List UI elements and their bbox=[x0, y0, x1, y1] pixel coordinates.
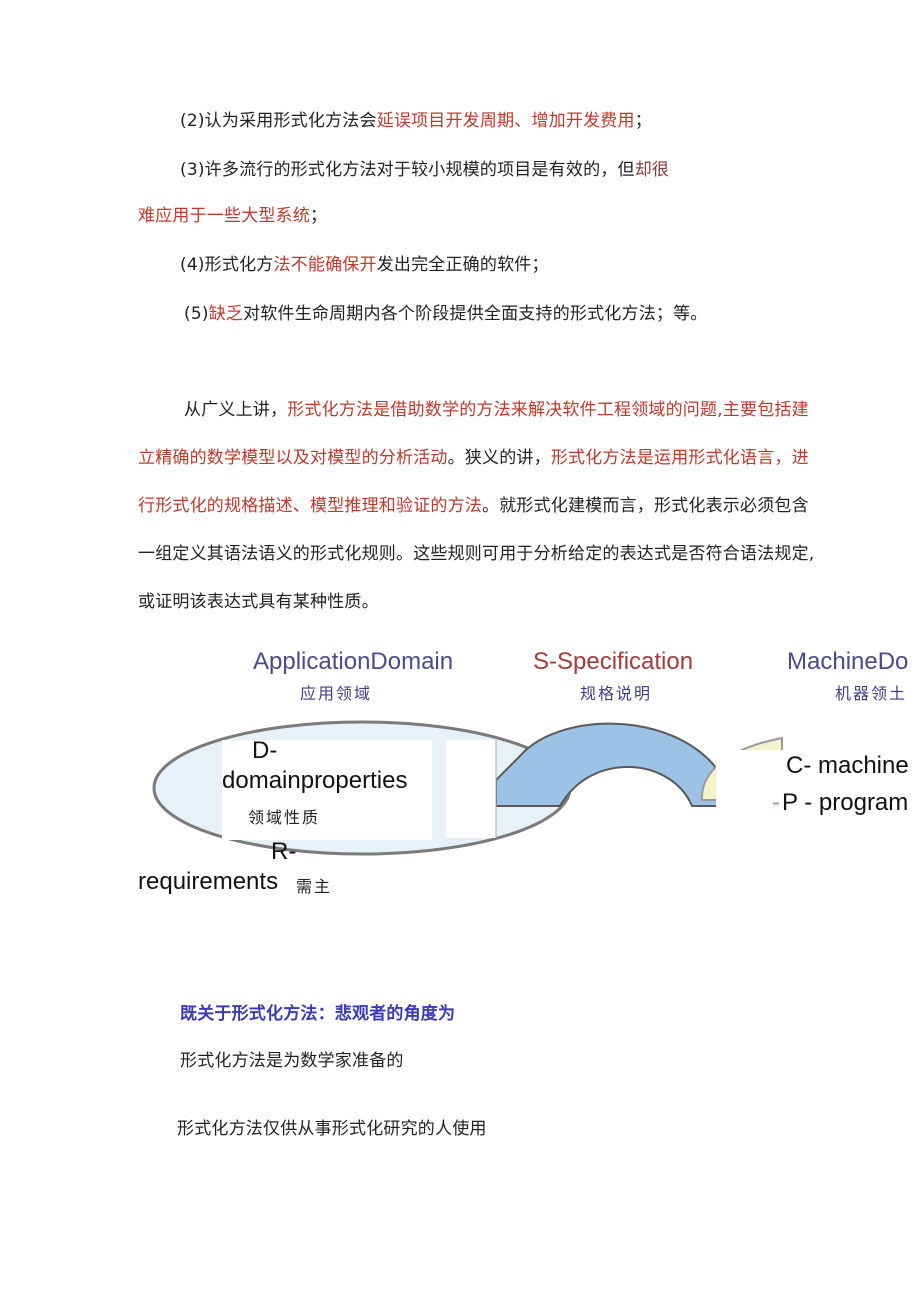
paragraph-line-2: 立精确的数学模型以及对模型的分析活动。狭义的讲，形式化方法是运用形式化语言，进 bbox=[138, 443, 809, 468]
gap-box bbox=[446, 740, 496, 838]
list-item-3-cont-highlight: 难应用于一些大型系统 bbox=[138, 206, 310, 226]
list-item-4-suffix: 发出完全正确的软件； bbox=[376, 255, 549, 275]
list-item-4-prefix: (4)形式化方 bbox=[180, 255, 274, 275]
paragraph-line-4: 一组定义其语法语义的形式化规则。这些规则可用于分析给定的表达式是否符合语法规定, bbox=[138, 544, 815, 564]
program-dash: - bbox=[772, 789, 780, 816]
program-label: P - program bbox=[782, 789, 909, 816]
machine-label-box bbox=[716, 750, 920, 812]
list-item-3-highlight: 却很 bbox=[634, 160, 670, 180]
requirements-label-2: requirements bbox=[138, 868, 279, 895]
requirements-label: R- bbox=[271, 838, 297, 865]
paragraph-line-5: 或证明该表达式具有某种性质。 bbox=[138, 592, 379, 612]
list-item-4-highlight: 法不能确保开 bbox=[273, 255, 377, 275]
list-item-5-highlight: 缺乏 bbox=[208, 304, 244, 324]
machine-domain-subtitle: 机器领土 bbox=[835, 684, 908, 703]
domain-properties-label: D- bbox=[252, 737, 278, 764]
list-item-2-suffix: ； bbox=[634, 111, 652, 131]
paragraph-line-2-plain: 。狭义的讲， bbox=[447, 448, 551, 468]
list-item-5-prefix: (5) bbox=[184, 304, 209, 324]
paragraph-line-2-highlight-2: 形式化方法是运用形式化语言，进 bbox=[550, 448, 809, 468]
paragraph-line-3: 行形式化的规格描述、模型推理和验证的方法。就形式化建模而言，形式化表示必须包含 bbox=[138, 491, 809, 516]
section-line-1: 形式化方法是为数学家准备的 bbox=[180, 1051, 404, 1071]
section-line-2: 形式化方法仅供从事形式化研究的人使用 bbox=[177, 1119, 487, 1139]
list-item-5: (5)缺乏对软件生命周期内各个阶段提供全面支持的形式化方法；等。 bbox=[184, 299, 708, 324]
list-item-3: (3)许多流行的形式化方法对于较小规模的项目是有效的，但却很 bbox=[180, 155, 669, 180]
machine-label: C- machine bbox=[786, 752, 909, 779]
specification-subtitle: 规格说明 bbox=[580, 684, 653, 703]
paragraph-line-3-plain: 。就形式化建模而言，形式化表示必须包含 bbox=[482, 496, 809, 516]
machine-domain-title: MachineDo bbox=[787, 648, 909, 675]
list-item-2-prefix: (2)认为采用形式化方法会 bbox=[180, 111, 377, 131]
section-heading: 既关于形式化方法：悲观者的角度为 bbox=[180, 1004, 456, 1024]
domain-properties-cn: 领域性质 bbox=[248, 808, 321, 827]
paragraph-line-2-highlight: 立精确的数学模型以及对模型的分析活动 bbox=[138, 448, 448, 468]
list-item-3-cont-suffix: ； bbox=[310, 206, 328, 226]
list-item-3-cont: 难应用于一些大型系统； bbox=[138, 201, 327, 226]
requirements-cn: 需主 bbox=[296, 877, 333, 896]
list-item-4: (4)形式化方法不能确保开发出完全正确的软件； bbox=[180, 250, 549, 275]
paragraph-line-3-highlight: 行形式化的规格描述、模型推理和验证的方法 bbox=[138, 496, 482, 516]
list-item-2-highlight: 延误项目开发周期、增加开发费用 bbox=[376, 111, 635, 131]
application-domain-title: ApplicationDomain bbox=[253, 648, 454, 675]
domain-properties-label-2: domainproperties bbox=[222, 767, 408, 794]
application-domain-subtitle: 应用领域 bbox=[300, 684, 373, 703]
list-item-5-suffix: 对软件生命周期内各个阶段提供全面支持的形式化方法；等。 bbox=[243, 304, 708, 324]
list-item-2: (2)认为采用形式化方法会延误项目开发周期、增加开发费用； bbox=[180, 106, 652, 131]
specification-title: S-Specification bbox=[533, 648, 694, 675]
paragraph-line-1-plain: 从广义上讲， bbox=[184, 400, 288, 420]
domain-label-box bbox=[222, 740, 432, 840]
domain-diagram bbox=[152, 720, 920, 856]
list-item-3-prefix: (3)许多流行的形式化方法对于较小规模的项目是有效的，但 bbox=[180, 160, 635, 180]
specification-arc bbox=[495, 722, 724, 807]
paragraph-line-1-highlight: 形式化方法是借助数学的方法来解决软件工程领域的问题,主要包括建 bbox=[287, 400, 809, 420]
paragraph-line-1: 从广义上讲，形式化方法是借助数学的方法来解决软件工程领域的问题,主要包括建 bbox=[184, 395, 809, 420]
